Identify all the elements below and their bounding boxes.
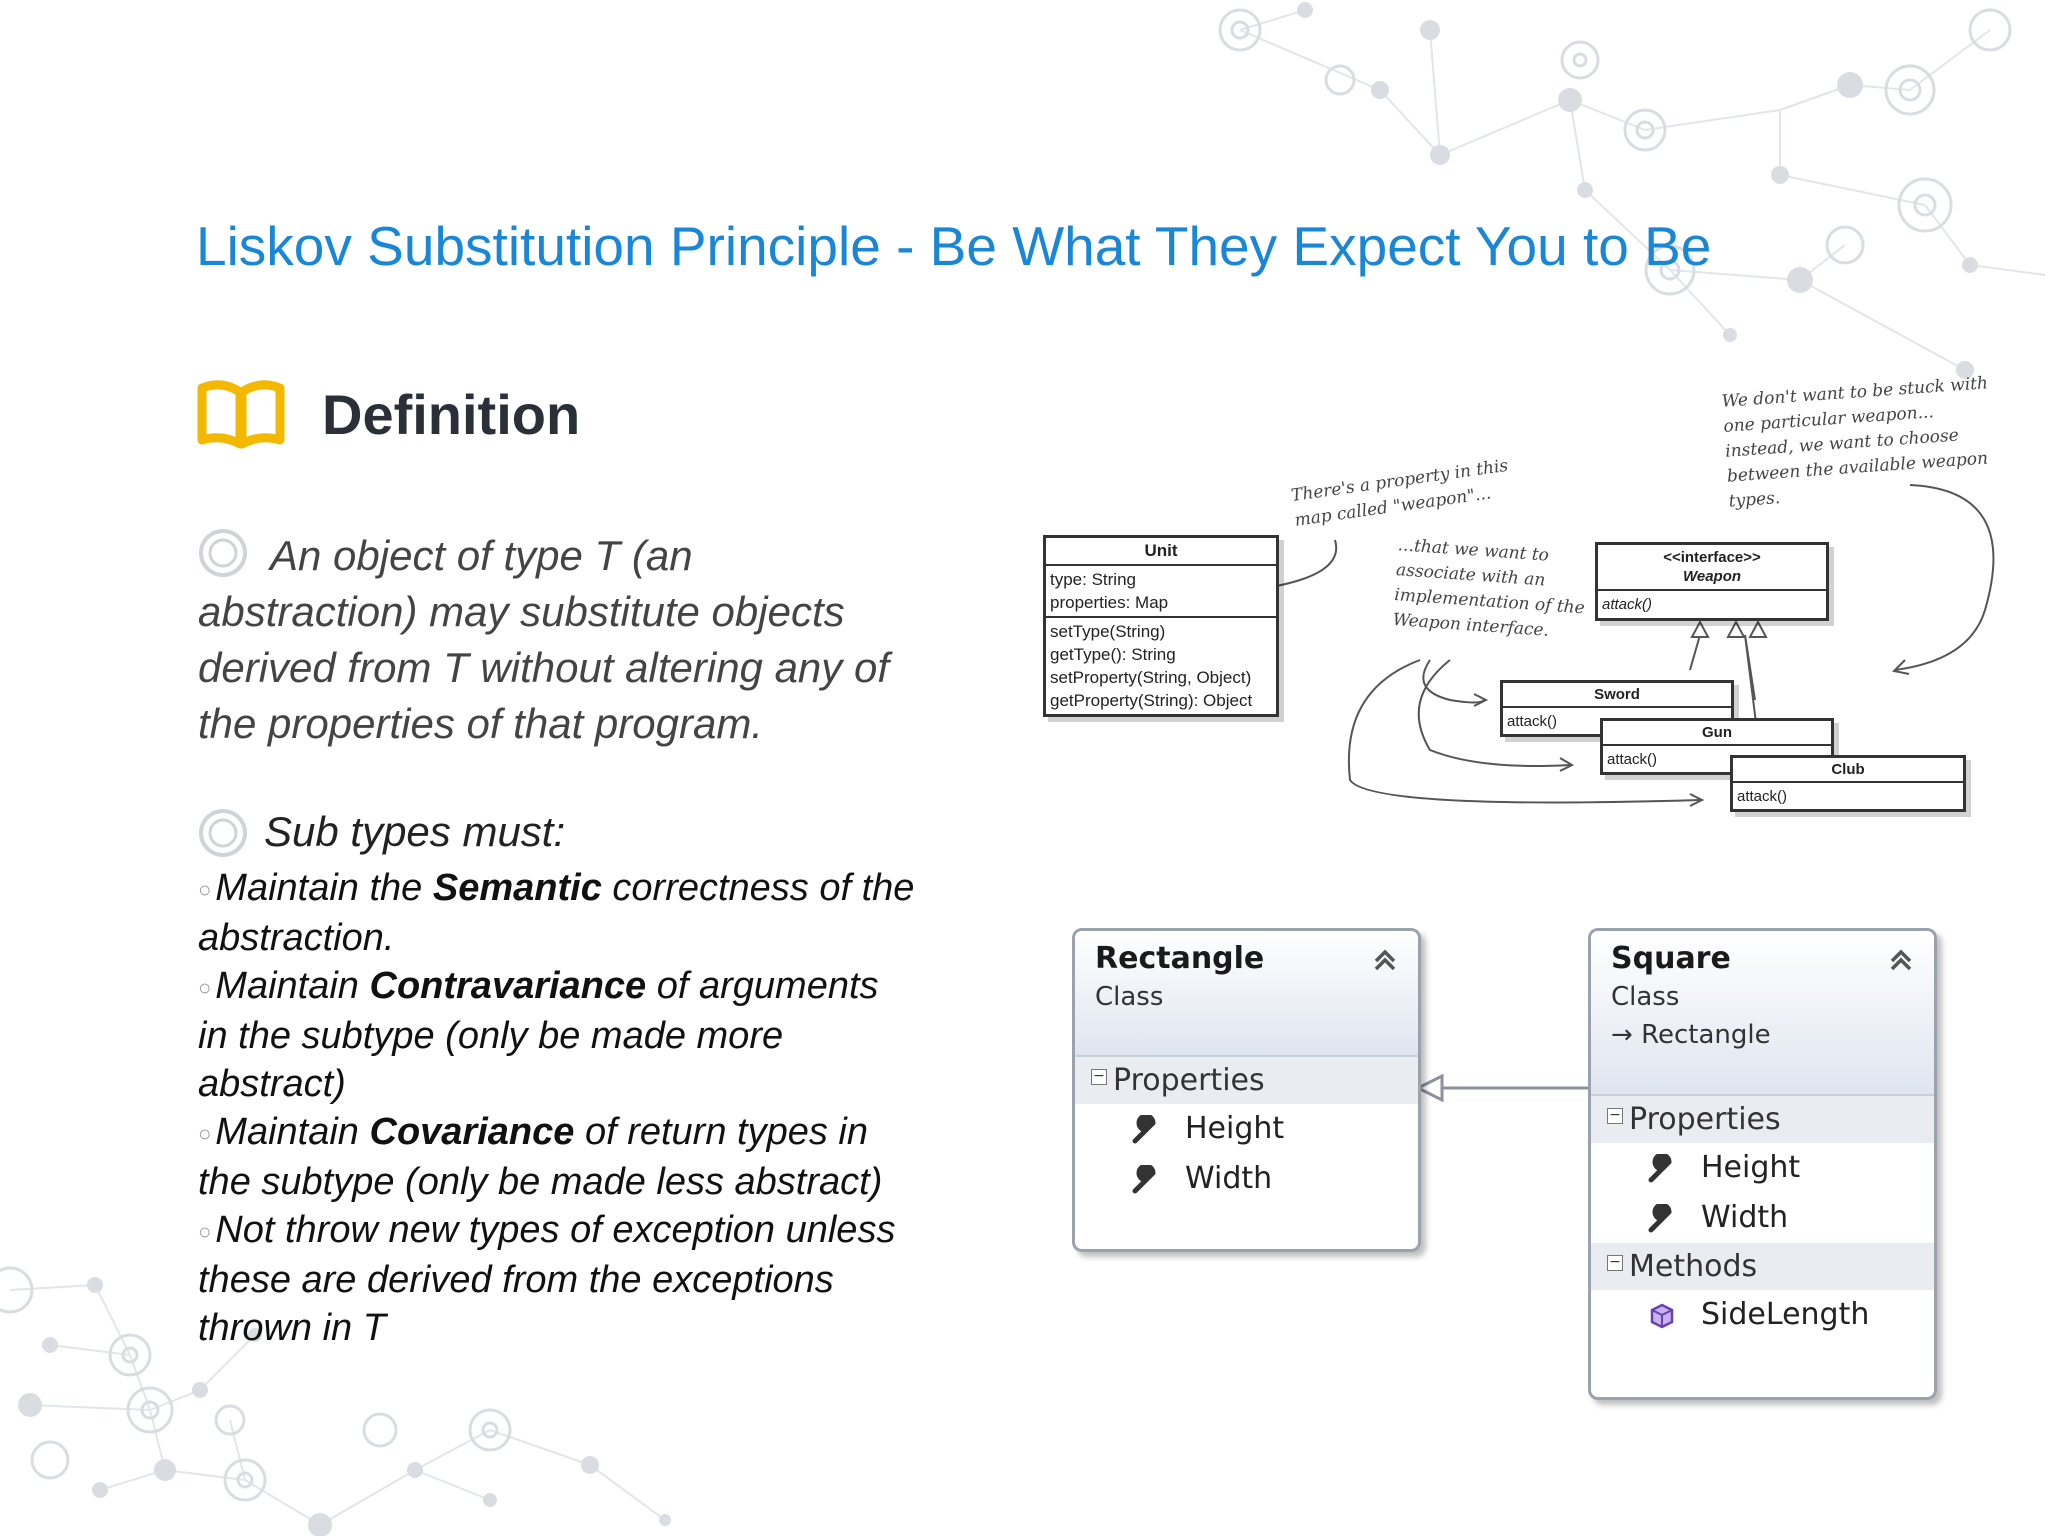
weapon-interface-box: <<interface>> Weapon attack() bbox=[1595, 542, 1829, 621]
rule-item: ○Maintain Covariance of return types in … bbox=[198, 1110, 883, 1203]
note-stuck: We don't want to be stuck with one parti… bbox=[1721, 373, 1989, 512]
rule-item: ○Maintain the Semantic correctness of th… bbox=[198, 867, 915, 959]
property-name: Width bbox=[1185, 1161, 1273, 1196]
club-class-name: Club bbox=[1733, 758, 1963, 783]
rule-item: ○Not throw new types of exception unless… bbox=[198, 1208, 896, 1349]
property-row[interactable]: Width bbox=[1075, 1154, 1418, 1204]
group-label: Properties bbox=[1629, 1102, 1781, 1137]
rule-item: ○Maintain Contravariance of arguments in… bbox=[198, 964, 879, 1105]
unit-method: setType(String) bbox=[1050, 622, 1166, 641]
club-method: attack() bbox=[1737, 788, 1788, 805]
unit-class-name: Unit bbox=[1046, 538, 1276, 566]
weapon-interface-header: <<interface>> Weapon bbox=[1598, 545, 1826, 591]
unit-methods: setType(String) getType(): String setPro… bbox=[1046, 618, 1276, 714]
subtype-rules-list: ○Maintain the Semantic correctness of th… bbox=[198, 864, 918, 1352]
book-icon bbox=[197, 380, 285, 449]
unit-class-box: Unit type: String properties: Map setTyp… bbox=[1043, 535, 1279, 717]
rectangle-class-box[interactable]: Rectangle Class −Properties Height Width bbox=[1072, 928, 1421, 1252]
square-header: Square Class → Rectangle bbox=[1591, 931, 1934, 1096]
square-class-box[interactable]: Square Class → Rectangle −Properties Hei… bbox=[1588, 928, 1937, 1400]
wrench-icon bbox=[1132, 1113, 1156, 1143]
sword-class-name: Sword bbox=[1503, 683, 1731, 708]
group-label: Methods bbox=[1629, 1249, 1758, 1284]
sword-method: attack() bbox=[1507, 713, 1558, 730]
property-name: Height bbox=[1701, 1150, 1801, 1185]
rectangle-header: Rectangle Class bbox=[1075, 931, 1418, 1057]
weapon-uml-sketch: Unit type: String properties: Map setTyp… bbox=[1010, 360, 2010, 840]
wrench-icon bbox=[1648, 1202, 1672, 1232]
collapse-box-icon[interactable]: − bbox=[1607, 1255, 1623, 1271]
property-name: Width bbox=[1701, 1200, 1789, 1235]
weapon-interface-name: Weapon bbox=[1682, 568, 1742, 585]
unit-method: getProperty(String): Object bbox=[1050, 691, 1253, 710]
definition-statement: An object of type T (an abstraction) may… bbox=[198, 532, 889, 747]
square-class-name: Square bbox=[1611, 941, 1731, 976]
circle-bullet-icon bbox=[199, 529, 247, 577]
note-associate: ...that we want to associate with an imp… bbox=[1391, 535, 1586, 641]
square-base-class: → Rectangle bbox=[1611, 1020, 1914, 1050]
rectangle-class-name: Rectangle bbox=[1095, 941, 1265, 976]
collapse-box-icon[interactable]: − bbox=[1091, 1069, 1107, 1085]
unit-field: type: String bbox=[1050, 570, 1136, 589]
square-class-kind: Class bbox=[1611, 982, 1680, 1012]
definition-heading: Definition bbox=[322, 383, 581, 446]
property-row[interactable]: Height bbox=[1591, 1143, 1934, 1193]
base-class-name: Rectangle bbox=[1641, 1020, 1771, 1050]
weapon-stereotype: <<interface>> bbox=[1663, 549, 1761, 566]
unit-method: setProperty(String, Object) bbox=[1050, 668, 1252, 687]
group-label: Properties bbox=[1113, 1063, 1265, 1098]
collapse-box-icon[interactable]: − bbox=[1607, 1108, 1623, 1124]
collapse-chevron-icon[interactable] bbox=[1370, 945, 1400, 975]
weapon-method: attack() bbox=[1602, 596, 1653, 613]
slide-title: Liskov Substitution Principle - Be What … bbox=[196, 215, 1712, 277]
gun-class-name: Gun bbox=[1603, 721, 1831, 746]
method-name: SideLength bbox=[1701, 1297, 1870, 1332]
property-row[interactable]: Width bbox=[1591, 1193, 1934, 1243]
circle-bullet-icon bbox=[199, 809, 247, 857]
unit-field: properties: Map bbox=[1050, 593, 1169, 612]
square-properties-group[interactable]: −Properties bbox=[1591, 1096, 1934, 1143]
inherit-arrow-icon: → bbox=[1611, 1020, 1642, 1050]
unit-fields: type: String properties: Map bbox=[1046, 566, 1276, 618]
gun-method: attack() bbox=[1607, 751, 1658, 768]
rectangle-properties-group[interactable]: −Properties bbox=[1075, 1057, 1418, 1104]
collapse-chevron-icon[interactable] bbox=[1886, 945, 1916, 975]
club-class-box: Club attack() bbox=[1730, 755, 1966, 812]
square-methods-group[interactable]: −Methods bbox=[1591, 1243, 1934, 1290]
uml-connectors bbox=[1175, 484, 1995, 807]
method-row[interactable]: SideLength bbox=[1591, 1290, 1934, 1340]
method-cube-icon bbox=[1650, 1303, 1674, 1328]
property-name: Height bbox=[1185, 1111, 1285, 1146]
subtypes-intro: Sub types must: bbox=[264, 808, 566, 855]
property-row[interactable]: Height bbox=[1075, 1104, 1418, 1154]
wrench-icon bbox=[1132, 1163, 1156, 1193]
rectangle-class-kind: Class bbox=[1095, 982, 1164, 1012]
wrench-icon bbox=[1648, 1152, 1672, 1182]
unit-method: getType(): String bbox=[1050, 645, 1176, 664]
inheritance-connector bbox=[1414, 1073, 1596, 1103]
